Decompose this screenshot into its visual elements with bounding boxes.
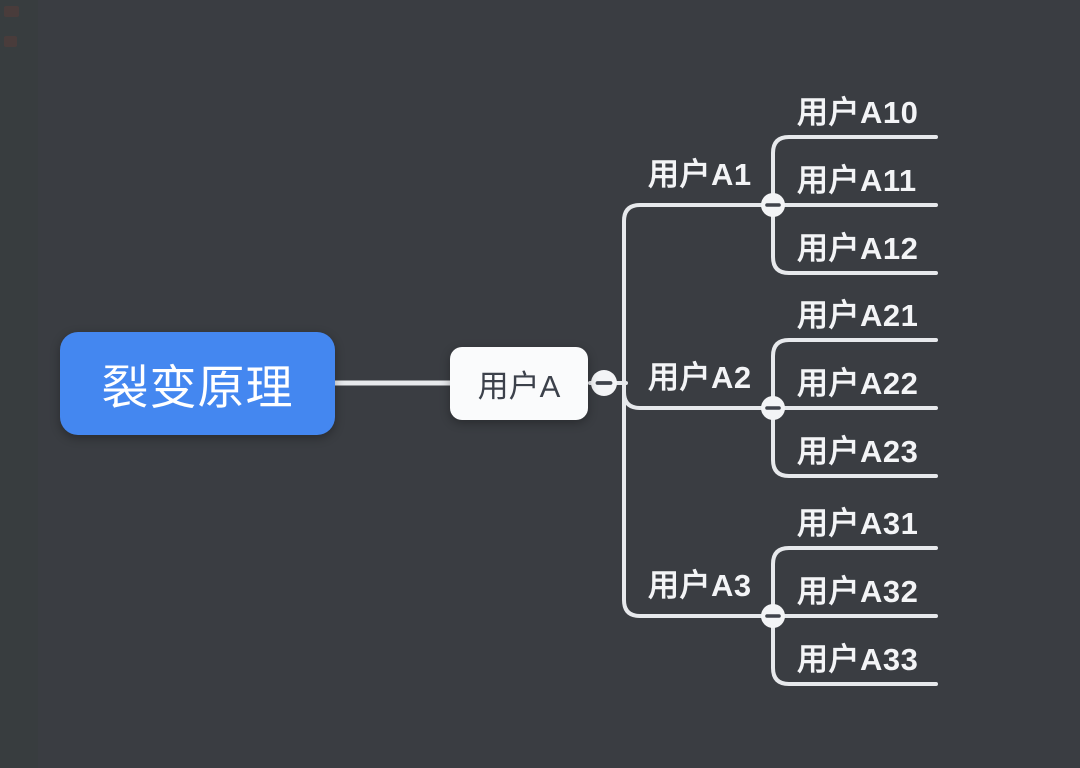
branch-topic-a2[interactable]: 用户A2 [648, 360, 752, 395]
edge-leaf-a31 [771, 546, 938, 618]
branch-topic-a1[interactable]: 用户A1 [648, 157, 752, 192]
leaf-topic-a23[interactable]: 用户A23 [797, 434, 919, 469]
root-topic-label: 裂变原理 [101, 361, 294, 414]
leaf-topic-a12[interactable]: 用户A12 [797, 231, 919, 266]
edge-leaf-a12 [771, 203, 938, 275]
corner-artifact-mark [4, 36, 17, 47]
edge-branch-a3 [622, 381, 938, 618]
leaf-topic-a33[interactable]: 用户A33 [797, 642, 919, 677]
leaf-topic-a31[interactable]: 用户A31 [797, 506, 919, 541]
leaf-topic-a10[interactable]: 用户A10 [797, 95, 919, 130]
collapse-button-a2[interactable] [761, 396, 785, 420]
collapse-button-a1[interactable] [761, 193, 785, 217]
corner-artifact-mark [4, 6, 19, 17]
leaf-topic-a11[interactable]: 用户A11 [797, 163, 917, 198]
collapse-button-hub[interactable] [591, 370, 617, 396]
leaf-topic-a21[interactable]: 用户A21 [797, 298, 919, 333]
collapse-button-a3[interactable] [761, 604, 785, 628]
leaf-topic-a22[interactable]: 用户A22 [797, 366, 919, 401]
edge-leaf-a10 [771, 135, 938, 207]
branch-topic-a3[interactable]: 用户A3 [648, 568, 752, 603]
edge-branch-a1 [622, 203, 938, 385]
hub-topic-label: 用户A [477, 369, 561, 404]
edge-leaf-a33 [771, 614, 938, 686]
leaf-topic-a32[interactable]: 用户A32 [797, 574, 919, 609]
hub-topic-node[interactable]: 用户A [450, 347, 588, 420]
edge-leaf-a21 [771, 338, 938, 410]
root-topic-node[interactable]: 裂变原理 [60, 332, 335, 435]
edge-leaf-a23 [771, 406, 938, 478]
